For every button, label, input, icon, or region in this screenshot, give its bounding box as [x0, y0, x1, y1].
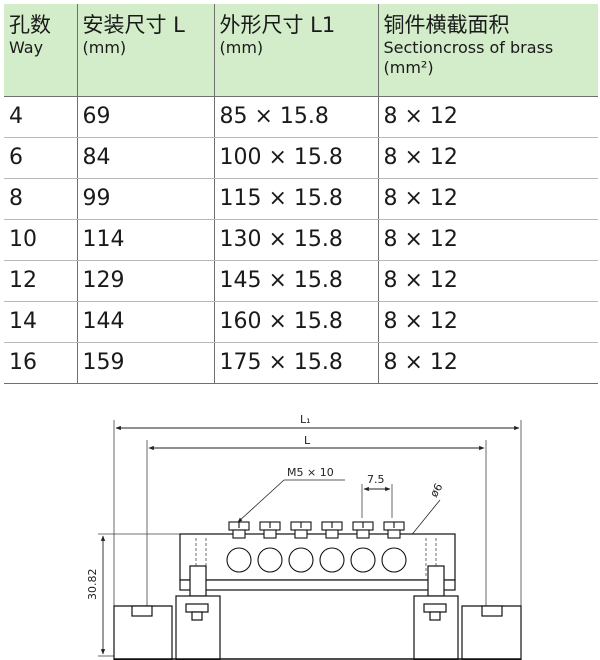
screw-5 — [350, 521, 376, 573]
cell-way: 16 — [4, 342, 78, 384]
header-sub: (mm) — [219, 38, 264, 57]
header-way: 孔数 Way — [4, 4, 78, 97]
dim-l1-label: L₁ — [300, 413, 311, 426]
cell-way: 4 — [4, 96, 78, 138]
screw-4 — [319, 521, 345, 573]
header-row: 孔数 Way 安装尺寸 L (mm) 外形尺寸 L1 (mm) 铜件横截面积 S… — [4, 4, 598, 97]
header-brass-section: 铜件横截面积 Sectioncross of brass (mm²) — [378, 4, 598, 97]
cell-outline: 85 × 15.8 — [214, 96, 379, 138]
header-main: 安装尺寸 L — [82, 13, 185, 37]
cell-way: 14 — [4, 301, 78, 343]
cell-install: 159 — [77, 342, 215, 384]
header-outline-size: 外形尺寸 L1 (mm) — [214, 4, 379, 97]
dim-l-label: L — [304, 434, 311, 447]
cell-section: 8 × 12 — [378, 219, 598, 261]
terminal-bar-drawing: L₁ L 30.82 M5 × 10 7.5 ø6 — [86, 413, 522, 660]
header-sub: Way — [9, 38, 44, 57]
spec-table: 孔数 Way 安装尺寸 L (mm) 外形尺寸 L1 (mm) 铜件横截面积 S… — [4, 4, 598, 384]
cell-outline: 130 × 15.8 — [214, 219, 379, 261]
cell-way: 6 — [4, 137, 78, 179]
cell-install: 144 — [77, 301, 215, 343]
cell-install: 99 — [77, 178, 215, 220]
cell-install: 114 — [77, 219, 215, 261]
cell-section: 8 × 12 — [378, 342, 598, 384]
hole-label: ø6 — [427, 481, 445, 499]
header-main: 孔数 — [9, 13, 51, 37]
table-row: 16 159 175 × 15.8 8 × 12 — [4, 342, 598, 384]
screw-3 — [288, 521, 314, 573]
cell-install: 129 — [77, 260, 215, 302]
cell-section: 8 × 12 — [378, 178, 598, 220]
pitch-label: 7.5 — [367, 473, 385, 486]
table-row: 4 69 85 × 15.8 8 × 12 — [4, 96, 598, 138]
header-sub: (mm) — [82, 38, 127, 57]
cell-outline: 160 × 15.8 — [214, 301, 379, 343]
cell-way: 12 — [4, 260, 78, 302]
left-foot — [113, 605, 173, 660]
brass-bar — [179, 533, 456, 581]
table-row: 6 84 100 × 15.8 8 × 12 — [4, 137, 598, 179]
screw-6 — [381, 521, 407, 573]
table-row: 14 144 160 × 15.8 8 × 12 — [4, 301, 598, 343]
right-post — [427, 565, 445, 597]
screw-1 — [226, 521, 252, 573]
screw-2 — [257, 521, 283, 573]
header-sub: Sectioncross of brass — [383, 38, 554, 57]
table-row: 8 99 115 × 15.8 8 × 12 — [4, 178, 598, 220]
cell-way: 8 — [4, 178, 78, 220]
cell-outline: 100 × 15.8 — [214, 137, 379, 179]
cell-outline: 175 × 15.8 — [214, 342, 379, 384]
dim-height-label: 30.82 — [86, 569, 99, 601]
cell-outline: 115 × 15.8 — [214, 178, 379, 220]
cell-section: 8 × 12 — [378, 137, 598, 179]
table-row: 10 114 130 × 15.8 8 × 12 — [4, 219, 598, 261]
header-sub-unit: (mm²) — [383, 58, 434, 77]
header-main: 外形尺寸 L1 — [219, 13, 336, 37]
cell-install: 84 — [77, 137, 215, 179]
header-main: 铜件横截面积 — [383, 13, 510, 37]
cell-way: 10 — [4, 219, 78, 261]
table-row: 12 129 145 × 15.8 8 × 12 — [4, 260, 598, 302]
cell-install: 69 — [77, 96, 215, 138]
bar-lower-band — [179, 579, 456, 591]
screw-label: M5 × 10 — [287, 466, 334, 479]
left-post — [189, 565, 207, 597]
cell-outline: 145 × 15.8 — [214, 260, 379, 302]
cell-section: 8 × 12 — [378, 96, 598, 138]
cell-section: 8 × 12 — [378, 260, 598, 302]
cell-section: 8 × 12 — [378, 301, 598, 343]
screw-leader — [237, 479, 285, 523]
header-install-size: 安装尺寸 L (mm) — [77, 4, 215, 97]
